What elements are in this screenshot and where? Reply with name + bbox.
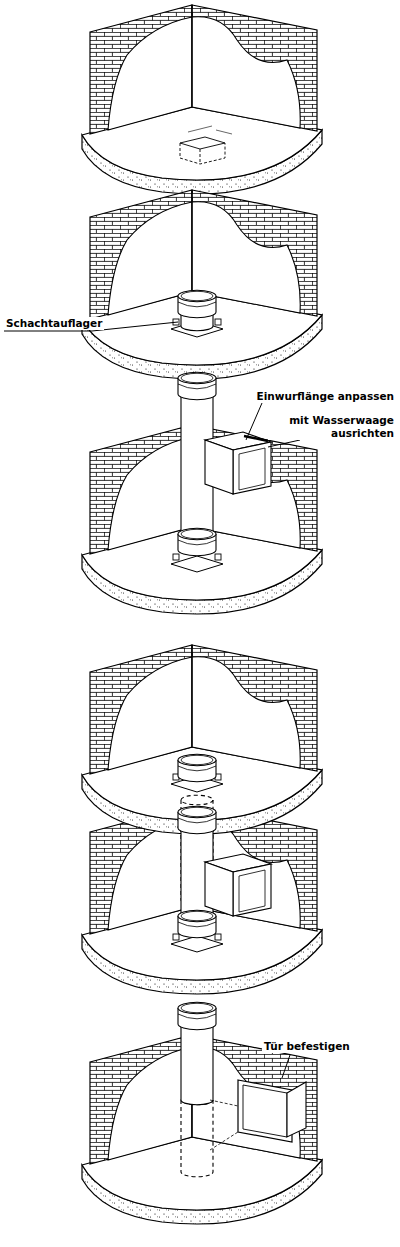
support-bracket	[215, 319, 221, 325]
pipe-segment	[178, 1002, 216, 1013]
pipe-rim	[181, 755, 213, 764]
inlet-opening	[239, 870, 265, 912]
pipe-segment	[178, 290, 216, 301]
support-bracket	[215, 934, 221, 940]
pipe-segment	[178, 372, 216, 383]
pipe-segment	[178, 528, 216, 539]
pipe-segment	[181, 795, 213, 805]
pipe-segment	[178, 910, 216, 921]
support-bracket	[215, 554, 221, 560]
pipe-rim	[181, 807, 213, 816]
pipe-rim	[181, 911, 213, 920]
inlet-hopper	[205, 440, 233, 494]
socket-bead	[178, 766, 216, 771]
door-leaf	[287, 1082, 306, 1137]
support-bracket	[173, 934, 179, 940]
inlet-opening	[239, 448, 265, 490]
pipe-rim	[181, 291, 213, 300]
socket-bead	[178, 922, 216, 927]
inlet-hopper	[205, 862, 233, 916]
pipe-segment	[181, 1100, 213, 1177]
callout-label: Tür befestigen	[262, 1040, 352, 1053]
callout-label: Schachtauflager	[4, 317, 104, 330]
socket-bead	[178, 818, 216, 823]
pipe-rim	[181, 529, 213, 538]
door-frame	[238, 1080, 292, 1142]
support-bracket	[173, 554, 179, 560]
inlet-hopper	[233, 442, 271, 494]
pipe-rim	[181, 1003, 213, 1012]
inlet-hopper	[233, 864, 271, 916]
socket-bead	[178, 302, 216, 307]
callout-label: Einwurflänge anpassen	[255, 390, 397, 403]
callout-label: mit Wasserwaage ausrichten	[268, 414, 396, 440]
pipe-segment	[178, 754, 216, 765]
pipe-segment	[178, 806, 216, 817]
hidden-line	[210, 1100, 238, 1150]
socket-bead	[178, 540, 216, 545]
pipe-rim	[181, 373, 213, 382]
socket-bead	[178, 1014, 216, 1019]
socket-bead	[178, 384, 216, 389]
door-opening	[243, 1085, 287, 1137]
